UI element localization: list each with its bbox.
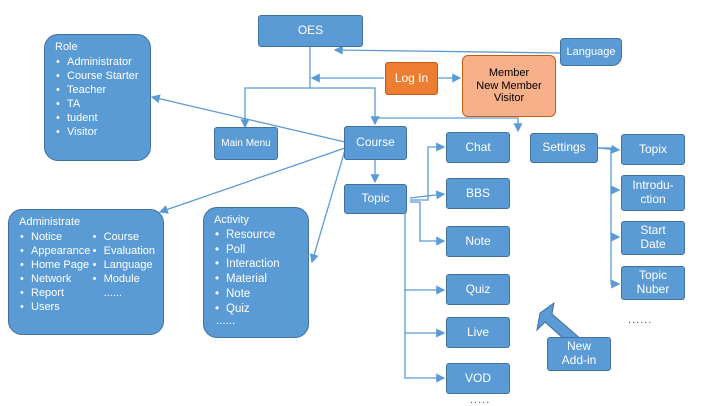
connector bbox=[404, 211, 446, 295]
connector bbox=[150, 94, 346, 143]
administrate-item: Course bbox=[93, 230, 155, 244]
administrate-item: Notice bbox=[20, 230, 92, 244]
connector bbox=[404, 290, 446, 338]
course-box[interactable]: Course bbox=[344, 126, 407, 160]
connector bbox=[309, 149, 346, 264]
administrate-list-col1: Notice Appearance Home Page Network Repo… bbox=[17, 230, 92, 315]
connector bbox=[158, 147, 346, 214]
quiz-box[interactable]: Quiz bbox=[446, 274, 510, 305]
activity-item: Quiz bbox=[215, 302, 300, 317]
role-item: TA bbox=[56, 97, 142, 111]
activity-item: Poll bbox=[215, 243, 300, 258]
connector bbox=[610, 237, 621, 289]
role-item: Visitor bbox=[56, 125, 142, 139]
settings-box[interactable]: Settings bbox=[530, 133, 598, 163]
role-item: tudent bbox=[56, 111, 142, 125]
administrate-item: Report bbox=[20, 286, 92, 300]
activity-box[interactable]: Activity Resource Poll Interaction Mater… bbox=[203, 207, 309, 338]
activity-list: Resource Poll Interaction Material Note … bbox=[212, 228, 300, 316]
bbs-box[interactable]: BBS bbox=[446, 178, 510, 209]
administrate-list-col2: Course Evaluation Language Module ...... bbox=[92, 230, 155, 314]
new-addin-box[interactable]: New Add-in bbox=[547, 337, 611, 371]
administrate-item: Module bbox=[93, 272, 155, 286]
vod-more: ..... bbox=[470, 394, 491, 406]
connector bbox=[333, 45, 561, 55]
activity-item: Material bbox=[215, 272, 300, 287]
language-box[interactable]: Language bbox=[560, 38, 622, 66]
visitor-label: Visitor bbox=[493, 92, 525, 105]
administrate-item: Appearance bbox=[20, 244, 92, 258]
member-box[interactable]: Member New Member Visitor bbox=[462, 55, 556, 117]
administrate-item: Home Page bbox=[20, 258, 92, 272]
introduction-line1: Introdu- bbox=[632, 178, 674, 193]
activity-item: Interaction bbox=[215, 257, 300, 272]
topic-number-line1: Topic bbox=[638, 268, 667, 283]
settings-more: ...... bbox=[628, 314, 653, 326]
role-item: Course Starter bbox=[56, 69, 142, 83]
role-item: Administrator bbox=[56, 55, 142, 69]
new-member-label: New Member bbox=[476, 79, 542, 92]
start-date-line1: Start bbox=[640, 223, 666, 238]
connector bbox=[410, 142, 446, 201]
role-box[interactable]: Role Administrator Course Starter Teache… bbox=[44, 34, 151, 161]
administrate-box[interactable]: Administrate Notice Appearance Home Page… bbox=[8, 209, 164, 335]
administrate-more: ...... bbox=[103, 287, 122, 300]
activity-more: ...... bbox=[216, 315, 236, 328]
connector bbox=[409, 190, 446, 200]
start-date-line2: Date bbox=[640, 237, 666, 251]
oes-box[interactable]: OES bbox=[258, 15, 363, 47]
administrate-item: Evaluation bbox=[93, 244, 155, 258]
start-date-box[interactable]: Start Date bbox=[621, 221, 685, 255]
connector bbox=[374, 117, 523, 133]
administrate-item: Language bbox=[93, 258, 155, 272]
connector bbox=[404, 333, 446, 383]
introduction-line2: ction bbox=[640, 192, 666, 206]
administrate-item: Network bbox=[20, 272, 92, 286]
activity-title: Activity bbox=[214, 214, 249, 226]
live-box[interactable]: Live bbox=[446, 317, 510, 348]
note-box[interactable]: Note bbox=[446, 226, 510, 257]
connector bbox=[610, 190, 621, 242]
administrate-title: Administrate bbox=[19, 216, 81, 228]
connector bbox=[240, 47, 311, 129]
chat-box[interactable]: Chat bbox=[446, 132, 510, 163]
new-addin-line2: Add-in bbox=[561, 353, 597, 367]
role-item: Teacher bbox=[56, 83, 142, 97]
administrate-item: Users bbox=[20, 300, 92, 314]
activity-item: Resource bbox=[215, 228, 300, 243]
activity-item: Note bbox=[215, 287, 300, 302]
topic-number-box[interactable]: Topic Nuber bbox=[621, 266, 685, 300]
member-label: Member bbox=[488, 67, 530, 80]
connector bbox=[310, 87, 380, 126]
role-list: Administrator Course Starter Teacher TA … bbox=[53, 55, 142, 140]
new-addin-line1: New bbox=[566, 339, 591, 354]
connector bbox=[410, 201, 446, 246]
vod-box[interactable]: VOD bbox=[446, 363, 510, 394]
topic-box[interactable]: Topic bbox=[344, 184, 407, 214]
topix-box[interactable]: Topix bbox=[621, 134, 685, 165]
role-title: Role bbox=[55, 41, 78, 53]
connector bbox=[598, 147, 621, 195]
main-menu-box[interactable]: Main Menu bbox=[214, 127, 278, 160]
login-box[interactable]: Log In bbox=[385, 62, 438, 95]
topic-number-line2: Nuber bbox=[636, 282, 670, 296]
introduction-box[interactable]: Introdu- ction bbox=[621, 175, 685, 211]
